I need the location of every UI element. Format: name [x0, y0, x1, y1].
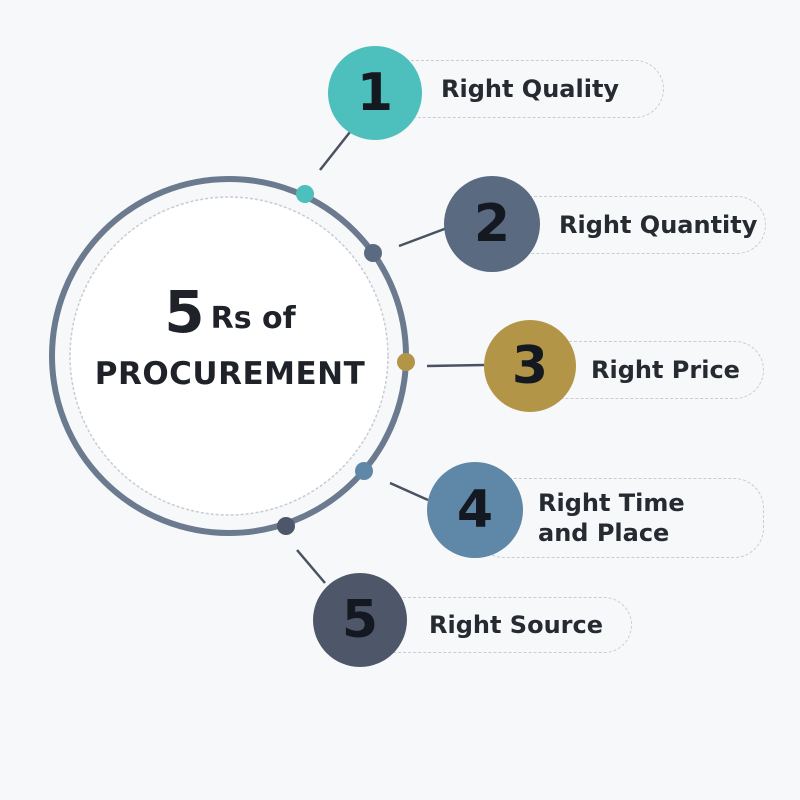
step-label-4: Right Time and Place	[538, 489, 685, 547]
connector-5	[296, 549, 326, 584]
inner-ring	[69, 196, 389, 516]
step-pill-1: Right Quality	[372, 60, 664, 118]
step-label-3: Right Price	[591, 356, 740, 384]
step-badge-5: 5	[313, 573, 407, 667]
step-badge-1: 1	[328, 46, 422, 140]
step-number-2: 2	[473, 194, 511, 254]
title-rs-of: Rs of	[210, 301, 296, 336]
ring-dot-1	[296, 185, 314, 203]
step-number-5: 5	[341, 590, 379, 650]
step-label-5: Right Source	[429, 611, 603, 639]
step-number-1: 1	[356, 63, 394, 123]
step-badge-4: 4	[427, 462, 523, 558]
step-number-4: 4	[456, 480, 494, 540]
connector-3	[426, 363, 485, 368]
step-badge-3: 3	[484, 320, 576, 412]
ring-dot-2	[364, 244, 382, 262]
step-label-1: Right Quality	[441, 75, 620, 103]
title-number: 5	[164, 278, 205, 346]
step-badge-2: 2	[444, 176, 540, 272]
connector-1	[319, 131, 351, 171]
step-pill-4: Right Time and Place	[474, 478, 764, 558]
step-label-2: Right Quantity	[559, 211, 758, 239]
ring-dot-3	[397, 353, 415, 371]
connector-2	[398, 226, 448, 248]
connector-4	[389, 481, 429, 502]
step-pill-2: Right Quantity	[490, 196, 766, 254]
step-pill-3: Right Price	[530, 341, 764, 399]
center-subtitle: PROCUREMENT	[94, 356, 366, 392]
step-number-3: 3	[511, 336, 549, 396]
ring-dot-5	[277, 517, 295, 535]
ring-dot-4	[355, 462, 373, 480]
step-pill-5: Right Source	[360, 597, 632, 653]
